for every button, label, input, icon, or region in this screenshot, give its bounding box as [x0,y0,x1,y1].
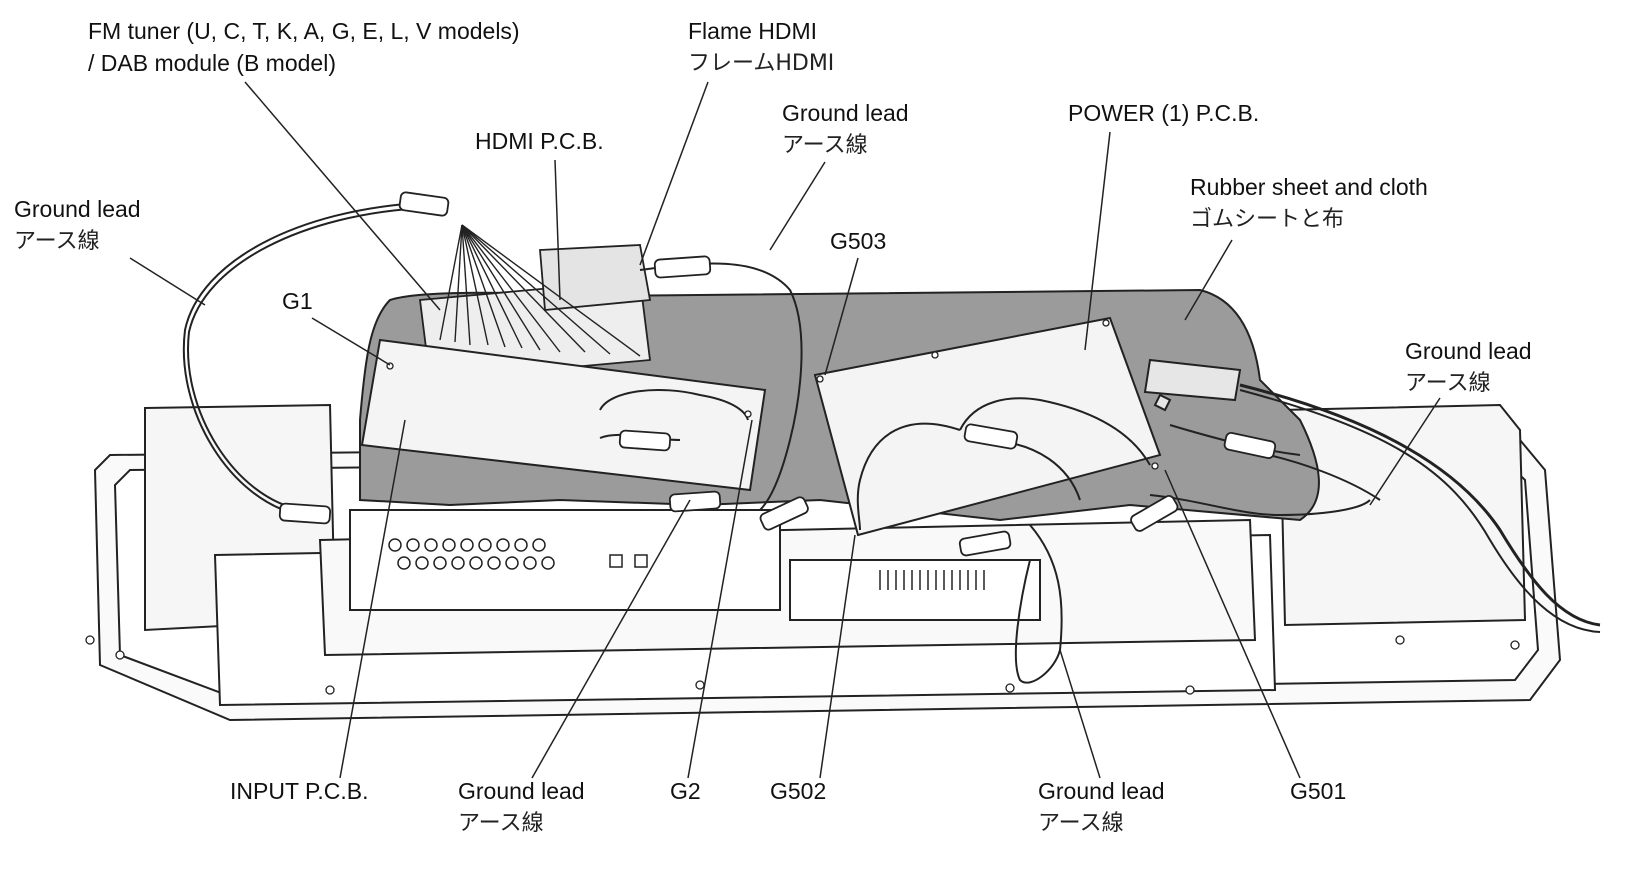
label-ground-lead-bottom-right-jp: アース線 [1038,811,1124,836]
lead-connectors [278,191,1277,557]
ground-lead-cables [182,202,1381,684]
label-rubber-sheet-jp: ゴムシートと布 [1190,207,1345,232]
label-fm-tuner-line1: FM tuner (U, C, T, K, A, G, E, L, V mode… [88,18,520,44]
vent-slots [879,570,985,590]
input-pcb-board [360,338,767,492]
power-inlet [1143,358,1242,412]
label-ground-lead-top-en: Ground lead [782,100,909,126]
power-cord [1239,383,1601,627]
label-ground-lead-left-en: Ground lead [14,196,141,222]
label-flame-hdmi-en: Flame HDMI [688,18,818,44]
label-ground-lead-left-jp: アース線 [14,229,100,254]
label-ground-lead-right-jp: アース線 [1405,371,1491,396]
label-fm-tuner-line2: / DAB module (B model) [88,50,336,76]
label-g503: G503 [830,228,887,254]
label-g501: G501 [1290,778,1347,804]
label-input-pcb: INPUT P.C.B. [230,778,369,804]
label-ground-lead-bottom-left-jp: アース線 [458,811,544,836]
inner-chassis [213,509,1277,707]
label-ground-lead-bottom-left-en: Ground lead [458,778,585,804]
label-power-pcb: POWER (1) P.C.B. [1068,100,1260,126]
label-hdmi-pcb: HDMI P.C.B. [475,128,604,154]
wire-harness [439,224,641,357]
leader-lines [129,81,1441,779]
label-ground-lead-bottom-right-en: Ground lead [1038,778,1165,804]
label-g1: G1 [282,288,313,314]
label-rubber-sheet-en: Rubber sheet and cloth [1190,174,1428,200]
label-g502: G502 [770,778,827,804]
label-ground-lead-top-jp: アース線 [782,133,868,158]
board-screws [85,319,1520,695]
label-g2: G2 [670,778,701,804]
label-flame-hdmi-jp: フレームHDMI [688,51,835,76]
chassis-holes [388,538,648,570]
label-ground-lead-right-en: Ground lead [1405,338,1532,364]
